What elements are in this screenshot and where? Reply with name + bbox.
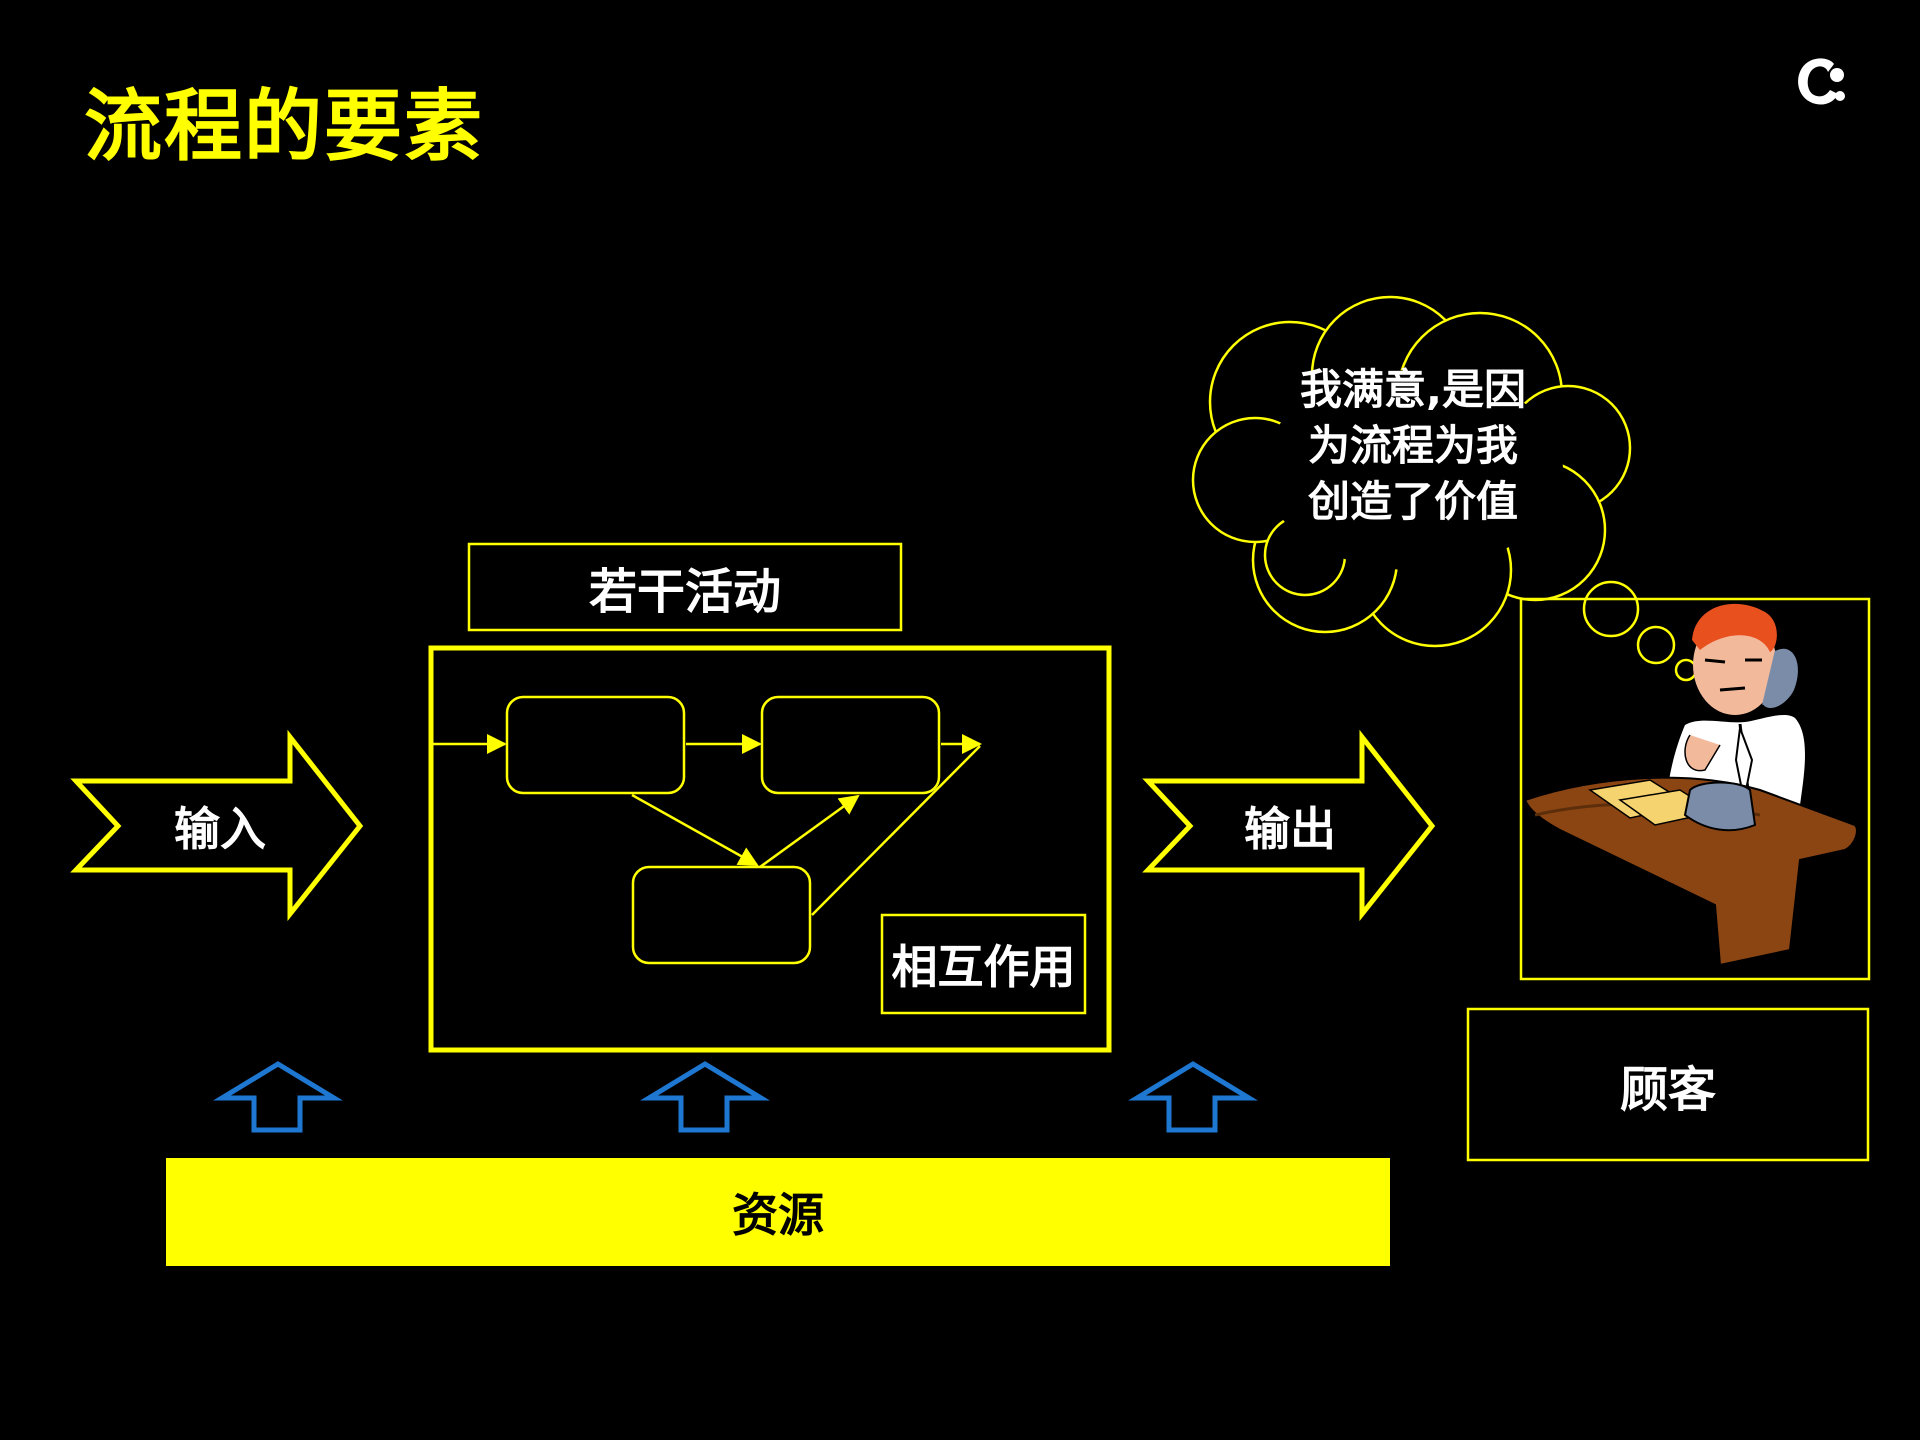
- interaction-label: 相互作用: [891, 940, 1076, 994]
- flow-arrow-1-3: [631, 793, 759, 867]
- activities-label-box: [467, 542, 903, 632]
- flow-arrow-3-2: [759, 794, 860, 869]
- c-logo-icon: [1798, 58, 1845, 105]
- input-label: 输入: [174, 802, 266, 856]
- activity-box-1: [505, 695, 686, 795]
- thought-cloud-fill: [1263, 370, 1563, 570]
- up-arrow-icon: [213, 1061, 343, 1133]
- thought-line-1: 我满意,是因: [1300, 365, 1526, 414]
- page-title: 流程的要素: [84, 82, 485, 172]
- input-arrow: [70, 729, 364, 922]
- man-on-phone-at-desk-icon: [1523, 603, 1858, 967]
- customer-label-box: [1466, 1007, 1870, 1162]
- resources-label: 资源: [732, 1188, 824, 1242]
- thought-dot-small: [1674, 658, 1698, 682]
- flow-arrow-3-exit: [811, 745, 981, 916]
- up-arrow-icon: [640, 1061, 770, 1133]
- thought-line-3: 创造了价值: [1307, 477, 1518, 526]
- activity-box-3: [631, 865, 812, 965]
- resources-bar: 资源: [166, 1158, 1390, 1266]
- output-arrow: [1142, 729, 1436, 922]
- thought-line-2: 为流程为我: [1307, 421, 1518, 470]
- thought-dot-large: [1582, 580, 1640, 638]
- interaction-label-box: [880, 913, 1087, 1015]
- up-arrow-icon: [1128, 1061, 1258, 1133]
- process-frame: [428, 645, 1112, 1053]
- thought-bubble-text: 我满意,是因 为流程为我 创造了价值: [1263, 362, 1563, 530]
- activity-box-2: [760, 695, 941, 795]
- customer-picture-frame: [1519, 597, 1871, 981]
- output-label: 输出: [1244, 802, 1336, 856]
- activities-label: 若干活动: [588, 564, 781, 620]
- thought-dot-medium: [1636, 625, 1676, 665]
- customer-label: 顾客: [1619, 1061, 1716, 1118]
